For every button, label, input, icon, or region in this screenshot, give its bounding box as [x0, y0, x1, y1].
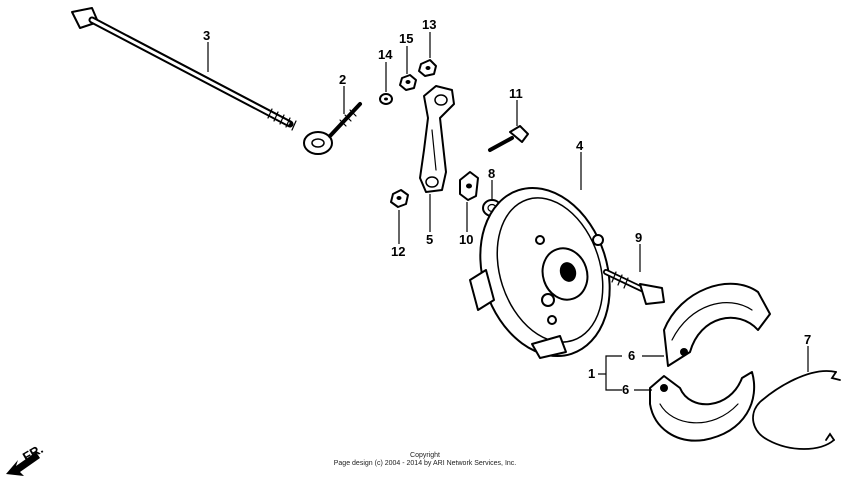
copyright-notice: Page design (c) 2004 - 2014 by ARI Netwo… — [333, 460, 517, 467]
copyright-title: Copyright — [410, 452, 440, 459]
label-part-11: 11 — [509, 86, 523, 101]
label-part-4: 4 — [576, 138, 584, 153]
nut-part-12[interactable] — [390, 189, 409, 208]
axle-bolt-part[interactable] — [71, 7, 297, 131]
label-part-15: 15 — [399, 31, 413, 46]
nut-part-15[interactable] — [399, 74, 417, 91]
washer-part-14[interactable] — [379, 93, 393, 105]
label-part-6-upper: 6 — [628, 348, 635, 363]
nut-part-13[interactable] — [418, 59, 437, 77]
label-part-8: 8 — [488, 166, 495, 181]
label-part-12: 12 — [391, 244, 405, 259]
eye-bolt-part[interactable] — [303, 102, 362, 155]
brake-cam-part[interactable] — [603, 269, 665, 305]
label-part-6-lower: 6 — [622, 382, 629, 397]
bolt-part-11[interactable] — [488, 125, 529, 152]
label-part-3: 3 — [203, 28, 210, 43]
label-part-9: 9 — [635, 230, 642, 245]
brake-arm-part[interactable] — [419, 85, 455, 193]
label-part-1: 1 — [588, 366, 595, 381]
brake-panel-part[interactable] — [459, 171, 630, 373]
label-part-5: 5 — [426, 232, 433, 247]
brake-shoe-lower[interactable] — [649, 371, 756, 442]
label-part-10: 10 — [459, 232, 473, 247]
label-part-7: 7 — [804, 332, 811, 347]
label-part-2: 2 — [339, 72, 346, 87]
leader-lines — [207, 32, 809, 391]
brake-shoe-upper[interactable] — [663, 282, 771, 367]
label-part-14: 14 — [378, 47, 393, 62]
wear-indicator-part[interactable] — [459, 171, 479, 201]
label-part-13: 13 — [422, 17, 436, 32]
part-labels: 3 2 14 15 13 11 8 4 10 5 12 9 7 6 6 1 — [203, 17, 811, 397]
shoe-spring-part[interactable] — [752, 370, 841, 450]
